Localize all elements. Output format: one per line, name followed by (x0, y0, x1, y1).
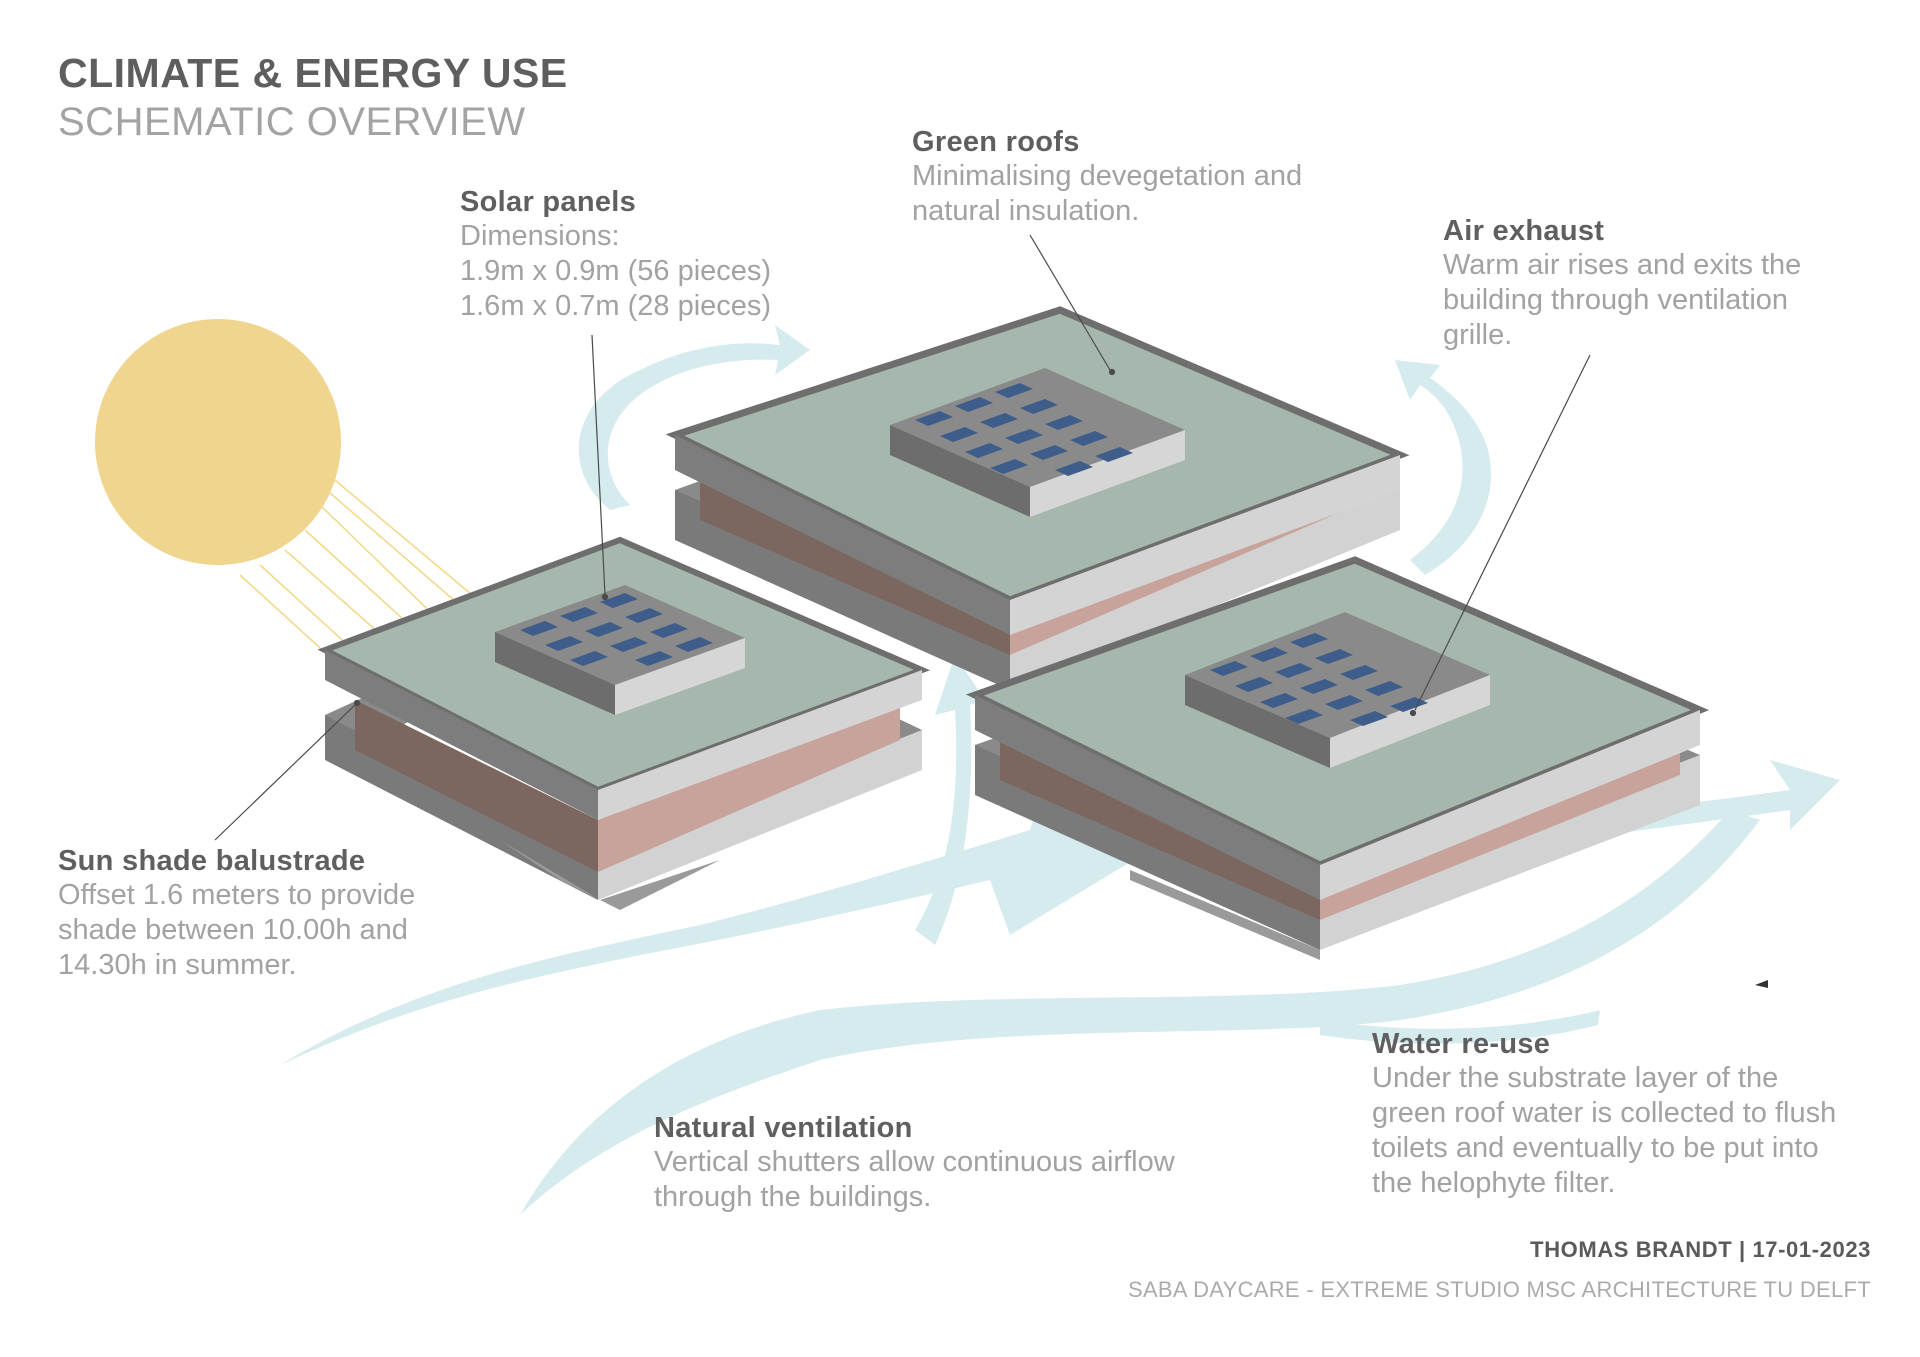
sun-shade-line-2: shade between 10.00h and (58, 914, 408, 946)
water-reuse-line-1: Under the substrate layer of the (1372, 1062, 1779, 1094)
solar-panels-line-2: 1.9m x 0.9m (56 pieces) (460, 255, 772, 287)
label-solar-panels: Solar panels Dimensions: 1.9m x 0.9m (56… (460, 186, 771, 324)
air-exhaust-line-1: Warm air rises and exits the (1443, 249, 1802, 281)
water-reuse-line-3: toilets and eventually to be put into (1372, 1132, 1819, 1164)
solar-panels-heading: Solar panels (460, 186, 637, 218)
natural-ventilation-line-2: through the buildings. (654, 1181, 932, 1213)
label-air-exhaust: Air exhaust Warm air rises and exits the… (1443, 215, 1801, 353)
building-right (966, 556, 1710, 960)
air-exhaust-heading: Air exhaust (1443, 215, 1605, 247)
solar-panels-line-3: 1.6m x 0.7m (28 pieces) (460, 290, 772, 322)
page-title: CLIMATE & ENERGY USE (58, 50, 568, 96)
solar-array-top (890, 368, 1185, 517)
sun-icon (95, 319, 341, 565)
leader-green-roofs (1029, 234, 1111, 371)
page-subtitle: SCHEMATIC OVERVIEW (58, 100, 526, 144)
water-reuse-line-4: the helophyte filter. (1372, 1167, 1616, 1199)
ventilation-arrow-middle (915, 655, 985, 945)
footer-project: SABA DAYCARE - EXTREME STUDIO MSC ARCHIT… (1127, 1277, 1871, 1302)
airflow-arrow-top-left (578, 325, 810, 510)
solar-panels-line-1: Dimensions: (460, 220, 620, 252)
footer-author-date: THOMAS BRANDT | 17-01-2023 (1530, 1237, 1871, 1262)
airflow-arrow-bottom-right (1320, 1010, 1600, 1044)
leader-solar-panels (591, 334, 606, 596)
water-reuse-heading: Water re-use (1372, 1028, 1551, 1060)
green-roofs-heading: Green roofs (912, 126, 1080, 158)
building-left (317, 536, 931, 910)
leader-air-exhaust (1414, 354, 1591, 711)
label-water-reuse: Water re-use Under the substrate layer o… (1372, 1028, 1836, 1201)
natural-ventilation-line-1: Vertical shutters allow continuous airfl… (654, 1146, 1175, 1178)
solar-array-right (1185, 612, 1490, 768)
leader-sun-shade (214, 704, 356, 841)
air-exhaust-line-3: grille. (1443, 319, 1513, 351)
sun-shade-heading: Sun shade balustrade (58, 845, 366, 877)
label-green-roofs: Green roofs Minimalising devegetation an… (912, 126, 1302, 229)
air-exhaust-line-2: building through ventilation (1443, 284, 1789, 316)
sun-shade-line-3: 14.30h in summer. (58, 949, 297, 981)
water-reuse-line-2: green roof water is collected to flush (1372, 1097, 1837, 1129)
building-top (665, 306, 1410, 690)
label-sun-shade: Sun shade balustrade Offset 1.6 meters t… (58, 845, 415, 983)
green-roofs-line-2: natural insulation. (912, 195, 1140, 227)
sun-shade-line-1: Offset 1.6 meters to provide (58, 879, 416, 911)
exhaust-arrow-right (1395, 360, 1491, 575)
label-natural-ventilation: Natural ventilation Vertical shutters al… (654, 1112, 1175, 1215)
solar-array-left (495, 585, 745, 715)
natural-ventilation-heading: Natural ventilation (654, 1112, 913, 1144)
ventilation-arrow-tail (520, 810, 1760, 1215)
leader-lines (214, 234, 1591, 841)
green-roofs-line-1: Minimalising devegetation and (912, 160, 1303, 192)
